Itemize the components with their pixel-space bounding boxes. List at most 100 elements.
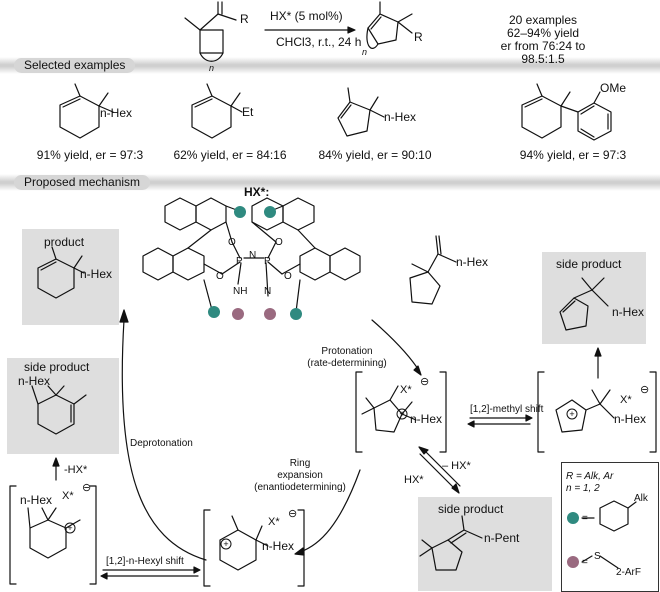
hexyl-shift-label: [1,2]-n-Hexyl shift (106, 556, 184, 567)
side-product-bottom-structure (419, 515, 483, 571)
example-1-caption: 91% yield, er = 97:3 (36, 148, 144, 162)
mechanism-band: Proposed mechanism (0, 174, 660, 191)
deprotonation-label: Deprotonation (130, 438, 193, 449)
header-summary: 20 examples 62–94% yield er from 76:24 t… (478, 14, 608, 66)
plus-hx-label: HX* (404, 474, 424, 486)
legend-teal-group: Alk (634, 493, 648, 504)
catalyst-n2: N (264, 286, 272, 297)
header-prod-r: R (414, 30, 423, 44)
header-prod-n: n (362, 47, 368, 57)
svg-text:+: + (223, 539, 228, 549)
catalyst-structure (142, 197, 361, 313)
example-2-substituent: Et (242, 105, 254, 119)
deprotonation-arrow (121, 319, 207, 561)
side-left-sub: n-Hex (18, 374, 51, 388)
example-3-caption: 84% yield, er = 90:10 (318, 148, 432, 162)
legend-sulfonyl-s: S (594, 551, 601, 562)
catalyst-o4: O (284, 271, 292, 282)
example-2-caption: 62% yield, er = 84:16 (173, 148, 287, 162)
cation-right-sub: n-Hex (614, 412, 647, 426)
side-product-left-box (7, 358, 119, 454)
side-left-title: side product (24, 360, 90, 374)
legend-purple-dot (567, 556, 579, 568)
summary-er: er from 76:24 to 98.5:1.5 (500, 39, 586, 66)
ring-expansion-arrow (299, 469, 361, 553)
example-1-structure (59, 83, 114, 139)
legend-teal-dot (567, 512, 579, 524)
cation-center-structure (355, 371, 447, 453)
examples-heading: Selected examples (14, 58, 136, 73)
summary-yield: 62–94% yield (506, 26, 580, 40)
legend-line1: R = Alk, Ar (566, 471, 614, 482)
example-3-structure (337, 87, 385, 137)
catalyst-o1: O (228, 237, 236, 248)
example-4-structure (521, 83, 612, 141)
protonation-line1: Protonation (321, 346, 373, 357)
catalyst-nh: NH (233, 286, 248, 297)
legend-purple-eq: = (582, 557, 588, 568)
legend-line2: n = 1, 2 (566, 483, 600, 494)
examples-band: Selected examples (0, 57, 660, 74)
ring-expansion-line2: expansion (277, 470, 323, 481)
counterion-left-charge: ⊖ (82, 482, 92, 494)
product-title: product (44, 235, 85, 249)
cation-left-structure (9, 485, 97, 585)
cation-bottom-sub: n-Hex (262, 539, 295, 553)
example-3-substituent: n-Hex (384, 110, 417, 124)
plus-bottom (220, 538, 232, 550)
substrate-sub: n-Hex (456, 255, 489, 269)
side-right-title: side product (556, 257, 622, 271)
plus-left (64, 522, 76, 534)
catalyst-o3: O (216, 271, 224, 282)
ring-expansion-label: Ring expansion (enantiodetermining) (250, 458, 350, 494)
cycle-arrows (52, 309, 602, 580)
catalyst-o2: O (275, 237, 283, 248)
svg-text:+: + (399, 409, 404, 419)
side-right-sub: n-Hex (612, 305, 645, 319)
legend-purple-group: 2-ArF (616, 567, 641, 578)
catalyst-dots (208, 206, 302, 320)
counterion-center-charge: ⊖ (420, 376, 430, 388)
side-product-right-box (542, 252, 646, 344)
protonation-label: Protonation (rate-determining) (302, 346, 392, 370)
product-structure (37, 246, 85, 299)
plus-center (396, 408, 408, 420)
plus-right (566, 408, 578, 420)
catalyst-label: HX*: (244, 185, 270, 199)
example-4-substituent: OMe (600, 81, 627, 95)
minus-hx-mid-label: – HX* (442, 460, 471, 472)
svg-text:+: + (67, 523, 72, 533)
catalyst-p1: P (236, 256, 243, 267)
header-starting-material (184, 1, 237, 62)
counterion-center: X* (400, 384, 412, 396)
cation-right-structure (537, 371, 657, 453)
legend-sulfonyl-structure (581, 555, 619, 569)
svg-text:+: + (569, 409, 574, 419)
cation-left-sub: n-Hex (20, 493, 53, 507)
cation-bottom-structure (203, 509, 305, 587)
product-sub: n-Hex (80, 267, 113, 281)
ring-expansion-line3: (enantiodetermining) (254, 482, 346, 493)
side-bottom-title: side product (438, 502, 504, 516)
example-2-structure (191, 83, 243, 139)
legend-box (561, 462, 659, 592)
ring-expansion-line1: Ring (289, 458, 311, 469)
summary-examples: 20 examples (508, 13, 578, 27)
legend-aryl-structure (581, 500, 637, 532)
catalyst-p2: P (264, 256, 271, 267)
mechanism-heading: Proposed mechanism (14, 175, 151, 190)
methyl-shift-label: [1,2]-methyl shift (470, 404, 544, 415)
substrate-structure (409, 235, 457, 305)
header-reagent: HX* (5 mol%) (270, 9, 343, 23)
example-1-substituent: n-Hex (100, 106, 133, 120)
header-sm-r: R (240, 12, 249, 26)
counterion-left: X* (62, 490, 74, 502)
header-sm-n: n (209, 63, 215, 73)
side-product-left-structure (31, 385, 87, 435)
example-4-caption: 94% yield, er = 97:3 (519, 148, 627, 162)
header-product (366, 1, 413, 49)
side-bottom-sub: n-Pent (484, 531, 520, 545)
hx-equilibrium-arrow (419, 453, 457, 491)
counterion-right: X* (620, 394, 632, 406)
